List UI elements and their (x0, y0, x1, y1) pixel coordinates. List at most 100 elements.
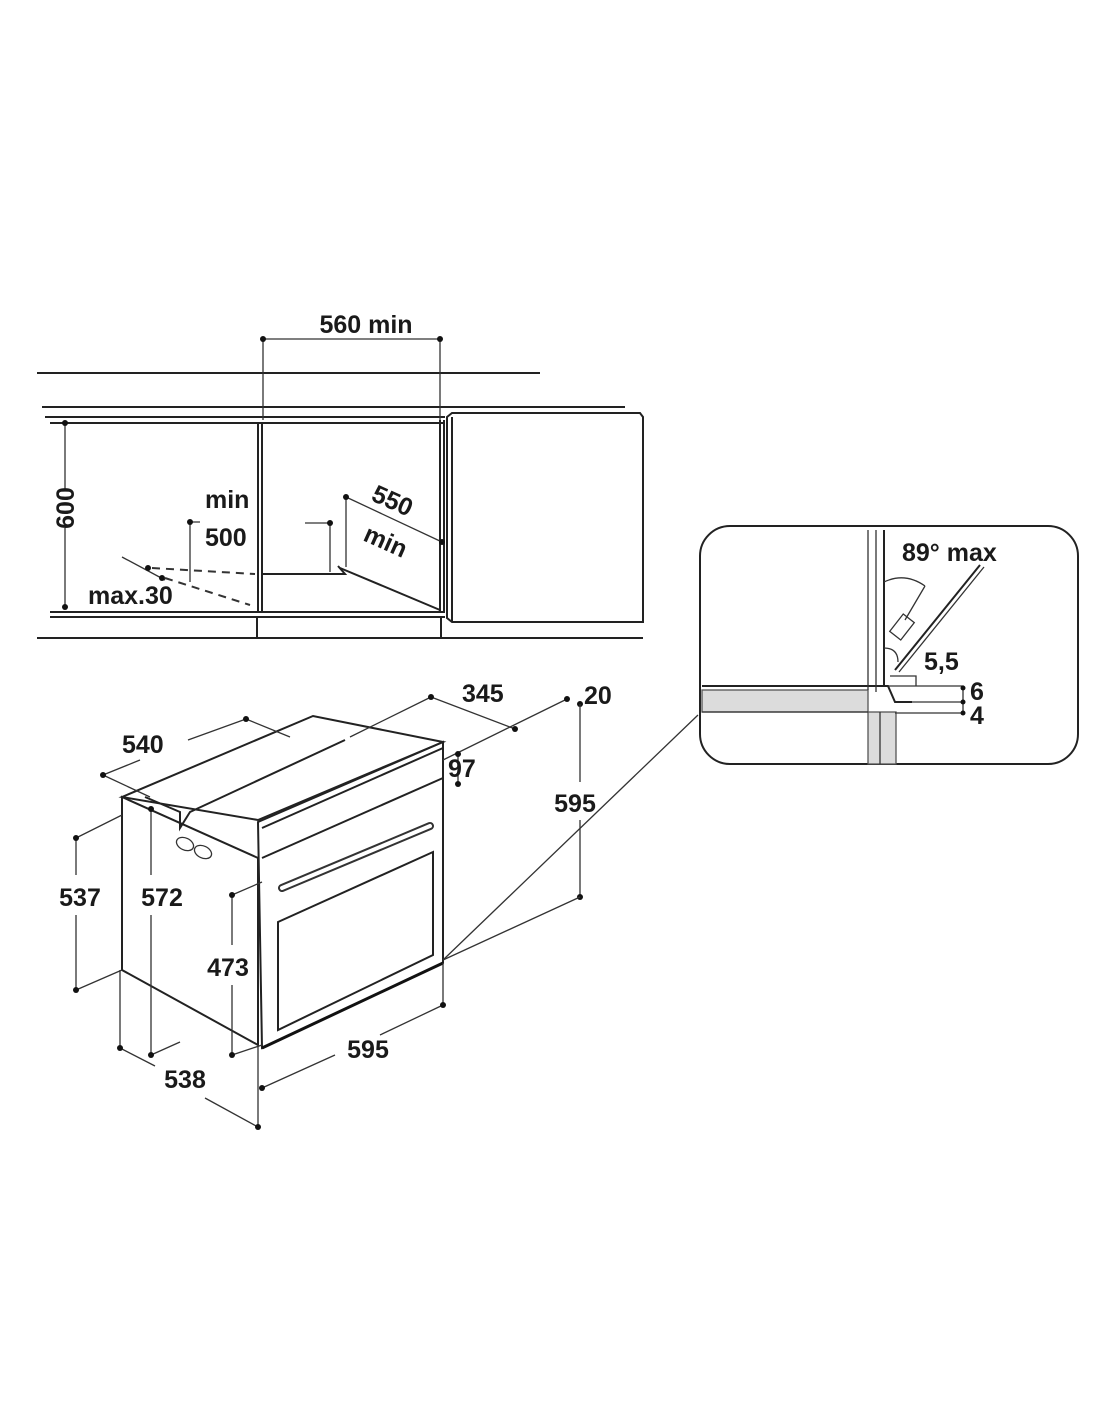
hinge-block (888, 613, 916, 641)
dimension-dot (100, 772, 106, 778)
gap-label: 5,5 (924, 648, 959, 676)
dimension-line (442, 698, 568, 761)
dim-537: 537 (59, 884, 101, 912)
extension-line (442, 896, 581, 961)
depth-label: 550 (368, 480, 418, 523)
dimension-dot (437, 336, 443, 342)
dashed-line (164, 577, 251, 606)
door-bottom (261, 961, 444, 1050)
dimension-line (204, 1097, 259, 1128)
dimension-dot (960, 685, 966, 691)
angle-leader (904, 585, 926, 621)
dimension-dot (62, 420, 68, 426)
angle-arc (883, 577, 926, 587)
control-panel-top (261, 747, 444, 829)
dimension-dot (259, 1085, 265, 1091)
extension-line (231, 881, 263, 896)
control-panel-line (261, 777, 444, 859)
height-label: 600 (52, 487, 80, 529)
door-hinge (880, 685, 912, 703)
dimension-dot (343, 494, 349, 500)
dimension-line (261, 1054, 336, 1089)
vent-bracket (189, 521, 200, 582)
dimension-dot (260, 336, 266, 342)
detail-leader (442, 714, 699, 961)
max-leader (121, 556, 166, 581)
dimension-dot (455, 781, 461, 787)
dim-4: 4 (970, 702, 984, 730)
dim-473: 473 (207, 954, 249, 982)
dim-bracket (888, 685, 964, 714)
dimension-dot (148, 806, 154, 812)
dimension-line (430, 696, 516, 730)
gap-bracket (890, 675, 917, 686)
oven-view: 540 345 20 97 595 537 (59, 680, 699, 1130)
dimension-dot (73, 987, 79, 993)
vent-label: 500 (205, 524, 247, 552)
dimension-dot (229, 892, 235, 898)
dim-20: 20 (584, 682, 612, 710)
dim-345: 345 (462, 680, 504, 708)
dimension-dot (455, 751, 461, 757)
cabinet-door (446, 412, 644, 623)
dimension-dot (512, 726, 518, 732)
extension-line (231, 1044, 263, 1056)
vent-hole (175, 836, 195, 852)
angle-arc-small (883, 647, 899, 663)
open-door-inner (898, 566, 985, 673)
dim-595-height: 595 (554, 790, 596, 818)
dimension-dot (255, 1124, 261, 1130)
dimension-dot (145, 565, 151, 571)
dimension-dot (62, 604, 68, 610)
dimension-line (349, 696, 432, 738)
dimension-dot (428, 694, 434, 700)
worktop-section (701, 689, 869, 713)
base-slope (339, 567, 441, 611)
dim-97: 97 (448, 755, 476, 783)
extension-line (245, 718, 291, 738)
dashed-line (151, 567, 256, 575)
vent-hole (193, 844, 213, 860)
max-label: max.30 (88, 582, 173, 610)
angle-label: 89° max (902, 539, 997, 567)
depth-min-label: min (360, 520, 412, 564)
dimension-line (379, 1004, 444, 1036)
dimension-dot (439, 539, 445, 545)
base-shelf (262, 565, 348, 575)
extension-line (150, 1041, 181, 1056)
oven-side (121, 795, 259, 1047)
dimension-dot (327, 520, 333, 526)
oven-handle-highlight (280, 824, 432, 890)
dimension-dot (564, 696, 570, 702)
dimension-dot (960, 699, 966, 705)
door-window (277, 850, 434, 1032)
extension-line (102, 774, 151, 798)
dimension-line (102, 759, 141, 776)
dimension-dot (73, 835, 79, 841)
bracket (305, 522, 331, 572)
dim-6: 6 (970, 678, 984, 706)
dimension-dot (148, 1052, 154, 1058)
dimension-dot (187, 519, 193, 525)
dim-595-width: 595 (347, 1036, 389, 1064)
panel-section (867, 711, 897, 765)
cabinet-view: 560 min 600 min 500 max.30 550 min (37, 311, 644, 639)
dimension-dot (960, 710, 966, 716)
dim-572: 572 (141, 884, 183, 912)
width-label: 560 min (319, 311, 412, 339)
extension-line (75, 969, 123, 991)
dimension-dot (440, 1002, 446, 1008)
depth-dimension-line (345, 496, 443, 543)
dimension-dot (243, 716, 249, 722)
extension-line (75, 814, 123, 839)
detail-view: 89° max 5,5 6 4 (699, 525, 1079, 765)
dimension-dot (229, 1052, 235, 1058)
dimension-line (187, 718, 247, 741)
dim-540: 540 (122, 731, 164, 759)
open-door (894, 564, 981, 671)
min-label: min (205, 486, 249, 514)
dimension-dot (159, 575, 165, 581)
dimension-dot (117, 1045, 123, 1051)
